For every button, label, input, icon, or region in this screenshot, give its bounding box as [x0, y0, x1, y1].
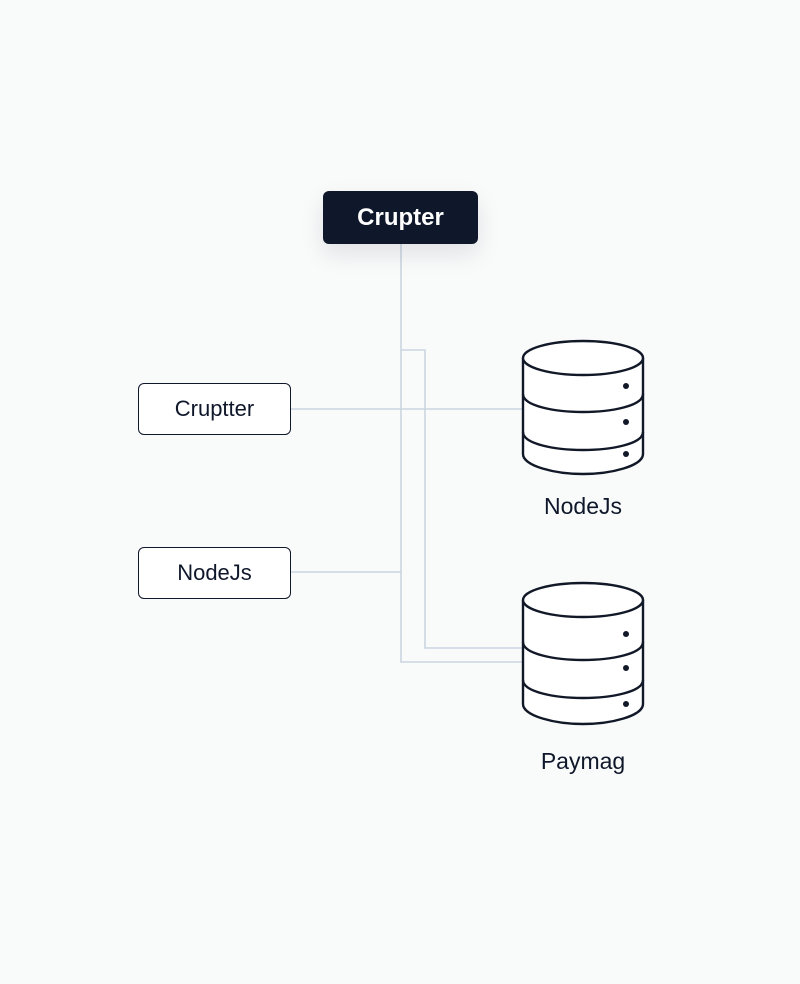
connector-root-branch: [401, 349, 522, 649]
database-label-nodejs: NodeJs: [544, 493, 622, 519]
left-node-label: NodeJs: [177, 560, 252, 585]
left-node-nodejs[interactable]: NodeJs: [138, 547, 291, 599]
database-icon[interactable]: [520, 580, 646, 730]
connector-root-trunk: [400, 244, 522, 663]
left-node-label: Cruptter: [174, 396, 255, 421]
database-icon[interactable]: [520, 338, 646, 478]
root-node[interactable]: Crupter: [323, 191, 478, 244]
database-label-paymag: Paymag: [540, 748, 626, 774]
left-node-cruptter[interactable]: Cruptter: [138, 383, 291, 435]
root-node-label: Crupter: [357, 203, 444, 231]
